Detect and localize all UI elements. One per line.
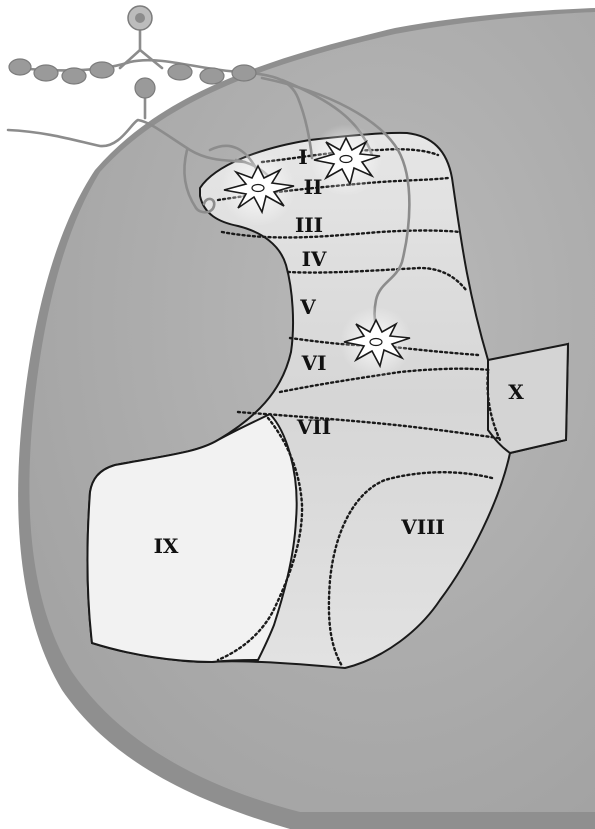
lamina-label-VII: VII (296, 415, 331, 439)
lamina-label-IV: IV (302, 247, 327, 271)
myelin-segment (200, 68, 224, 84)
myelin-segment (34, 65, 58, 81)
lamina-label-V: V (299, 295, 316, 319)
lamina-label-III: III (295, 213, 323, 237)
lamina-label-X: X (508, 380, 524, 404)
myelin-segment (90, 62, 114, 78)
myelin-segment (9, 59, 31, 75)
lamina-x-region (488, 344, 568, 453)
ganglion-cell-nucleus (135, 13, 145, 23)
myelin-segment (62, 68, 86, 84)
lamina-label-II: II (304, 175, 323, 199)
myelin-segment (232, 65, 256, 81)
lamina-label-VI: VI (301, 351, 327, 375)
lamina-label-VIII: VIII (400, 515, 445, 539)
myelin-segment (168, 64, 192, 80)
ganglion-cell-body-lower (135, 78, 155, 98)
lamina-label-IX: IX (154, 534, 179, 558)
lamina-label-I: I (298, 145, 307, 169)
